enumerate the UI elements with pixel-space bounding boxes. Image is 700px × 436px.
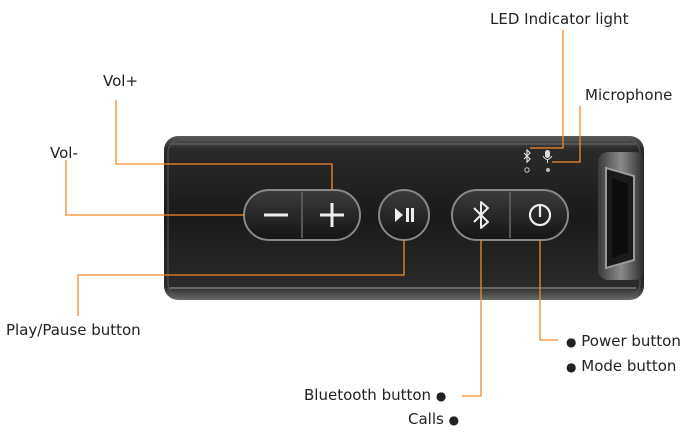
label-microphone: Microphone — [585, 86, 673, 104]
leader-led — [530, 30, 564, 149]
label-bluetooth-text: Bluetooth button — [304, 386, 432, 404]
bluetooth-power-buttons — [451, 189, 569, 241]
leader-bluetooth — [462, 240, 482, 397]
label-calls-text: Calls — [408, 410, 444, 428]
label-vol-plus: Vol+ — [103, 72, 139, 90]
label-vol-minus: Vol- — [50, 144, 78, 162]
leader-lines — [65, 30, 581, 397]
label-mode-text: Mode button — [581, 357, 677, 375]
label-calls: Calls ● — [408, 410, 459, 429]
bluetooth-icon[interactable] — [473, 201, 489, 229]
play-pause-button[interactable] — [378, 189, 430, 241]
leader-vol-plus — [115, 100, 333, 190]
leader-play-pause — [77, 240, 405, 316]
label-play-pause: Play/Pause button — [6, 321, 141, 339]
leader-microphone — [552, 106, 581, 163]
label-led-indicator: LED Indicator light — [490, 10, 629, 28]
leader-vol-minus — [65, 160, 244, 216]
bullet-dot: ● — [448, 413, 460, 427]
plus-icon[interactable] — [320, 203, 344, 227]
label-mode-button: ● Mode button — [566, 357, 676, 376]
leader-power — [539, 240, 558, 341]
bullet-dot: ● — [566, 335, 577, 349]
label-bluetooth-button: Bluetooth button ● — [304, 386, 446, 405]
label-power-text: Power button — [581, 332, 681, 350]
bullet-dot: ● — [435, 389, 447, 403]
microphone-icon — [542, 150, 553, 172]
play-pause-icon — [395, 208, 414, 222]
volume-buttons — [243, 189, 361, 241]
strap-loop — [598, 152, 644, 280]
bluetooth-led-icon — [523, 148, 531, 173]
strap-inner — [612, 178, 628, 258]
bullet-dot: ● — [566, 360, 577, 374]
label-power-button: ● Power button — [566, 332, 681, 351]
power-icon[interactable] — [528, 203, 552, 227]
